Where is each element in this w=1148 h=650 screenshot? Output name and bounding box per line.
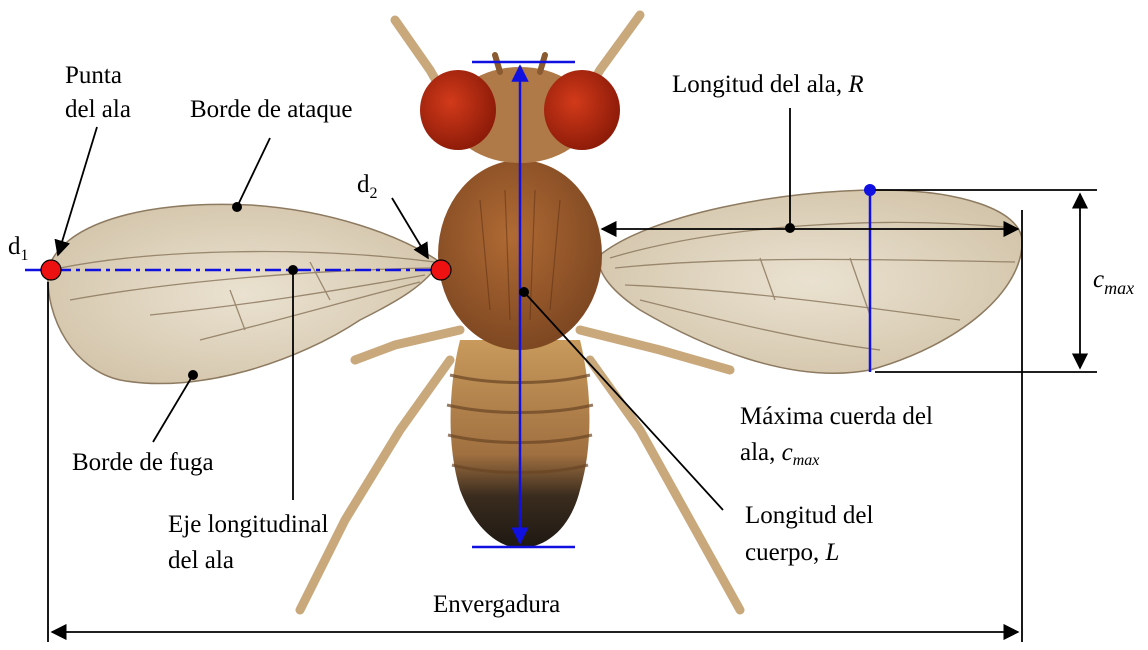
label-max-chord-2: ala, cmax — [740, 439, 819, 469]
label-wingspan: Envergadura — [433, 591, 560, 618]
dot-trailing-edge — [188, 370, 198, 380]
label-cmax: cmax — [1093, 266, 1134, 298]
label-leading-edge: Borde de ataque — [190, 96, 352, 123]
label-body-length-2: cuerpo, L — [745, 539, 839, 566]
label-long-axis-1: Eje longitudinal — [168, 511, 328, 538]
dot-leading-edge — [232, 202, 242, 212]
label-long-axis-2: del ala — [168, 547, 234, 574]
label-max-chord-1: Máxima cuerda del — [740, 403, 933, 430]
leader-leading-edge — [237, 138, 270, 207]
label-body-length-1: Longitud del — [745, 502, 874, 529]
label-wing-length: Longitud del ala, R — [672, 71, 864, 98]
d2-marker — [431, 260, 451, 280]
label-d2: d2 — [357, 171, 378, 202]
left-wing — [48, 204, 440, 383]
d1-marker — [41, 260, 61, 280]
max-chord-dot — [864, 184, 876, 196]
label-trailing-edge: Borde de fuga — [72, 449, 214, 476]
leader-trailing-edge — [153, 375, 193, 442]
right-wing — [599, 190, 1022, 373]
label-wing-tip-1: Punta — [65, 62, 122, 89]
dot-wing-length — [785, 223, 795, 233]
label-wing-tip-2: del ala — [65, 96, 131, 123]
right-eye — [544, 70, 620, 150]
left-eye — [420, 70, 496, 150]
dot-body-length — [519, 287, 529, 297]
dot-long-axis — [288, 265, 298, 275]
label-d1: d1 — [8, 233, 29, 264]
